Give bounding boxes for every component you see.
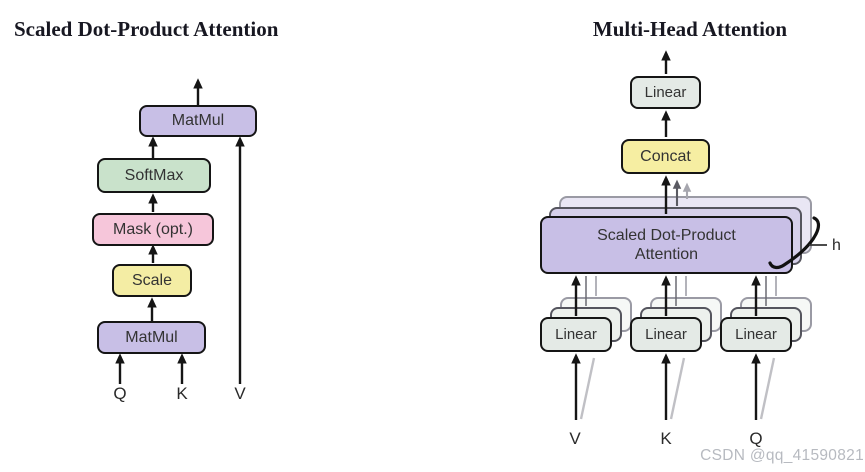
sdpa-text-line2: Attention	[634, 246, 699, 263]
watermark: CSDN @qq_41590821	[700, 447, 864, 464]
input-label-q-left: Q	[113, 384, 127, 403]
input-label-v-left: V	[234, 384, 246, 403]
box-linear-q: Linear	[720, 317, 792, 352]
box-concat: Concat	[621, 139, 710, 174]
input-label-k-right: K	[660, 429, 672, 448]
box-linear-output: Linear	[630, 76, 701, 109]
line-k-input-shadow	[669, 357, 686, 420]
right-diagram-title: Multi-Head Attention	[592, 17, 788, 41]
box-softmax: SoftMax	[97, 158, 211, 193]
box-mask: Mask (opt.)	[92, 213, 214, 246]
heads-count-label: h	[832, 237, 841, 254]
box-matmul-top: MatMul	[139, 105, 257, 137]
line-q-input-shadow	[759, 357, 776, 420]
box-linear-v: Linear	[540, 317, 612, 352]
input-label-k-left: K	[176, 384, 188, 403]
line-v-input-shadow	[579, 357, 596, 420]
left-diagram-title: Scaled Dot-Product Attention	[14, 17, 279, 41]
box-matmul-bottom: MatMul	[97, 321, 206, 354]
input-label-v-right: V	[569, 429, 581, 448]
input-label-q-right: Q	[749, 429, 763, 448]
box-scale: Scale	[112, 264, 192, 297]
box-linear-k: Linear	[630, 317, 702, 352]
box-scaled-dot-product-attention: Scaled Dot-Product Attention	[540, 216, 793, 274]
sdpa-text-line1: Scaled Dot-Product	[597, 227, 736, 244]
